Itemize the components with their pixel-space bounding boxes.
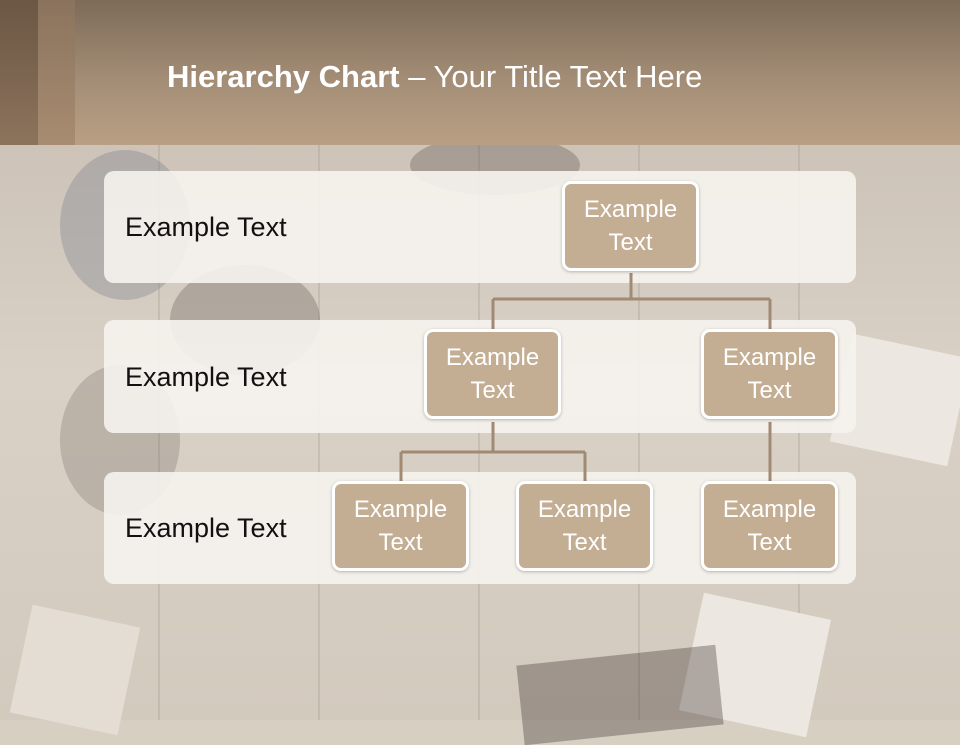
org-node-level3-a[interactable]: Example Text [332,481,469,571]
org-node-label: Example Text [583,196,678,256]
tier-band-1 [104,171,856,283]
org-node-level3-c[interactable]: Example Text [701,481,838,571]
tier-label-1: Example Text [125,212,287,242]
org-node-level2-right[interactable]: Example Text [701,329,838,419]
slide-title-bold: Hierarchy Chart [167,59,400,94]
org-node-label: Example Text [722,496,817,556]
tier-label-2: Example Text [125,362,287,392]
org-node-label: Example Text [353,496,448,556]
org-node-label: Example Text [537,496,632,556]
title-band: Hierarchy Chart – Your Title Text Here [0,0,960,145]
org-node-label: Example Text [445,344,540,404]
org-node-root[interactable]: Example Text [562,181,699,271]
title-accent-bar [38,0,75,145]
slide-title: Hierarchy Chart – Your Title Text Here [167,55,702,99]
org-node-label: Example Text [722,344,817,404]
tier-label-3: Example Text [125,513,287,543]
org-node-level2-left[interactable]: Example Text [424,329,561,419]
title-accent-bar [0,0,38,145]
org-node-level3-b[interactable]: Example Text [516,481,653,571]
connector-lines [399,273,772,482]
slide-title-rest: – Your Title Text Here [399,59,703,94]
